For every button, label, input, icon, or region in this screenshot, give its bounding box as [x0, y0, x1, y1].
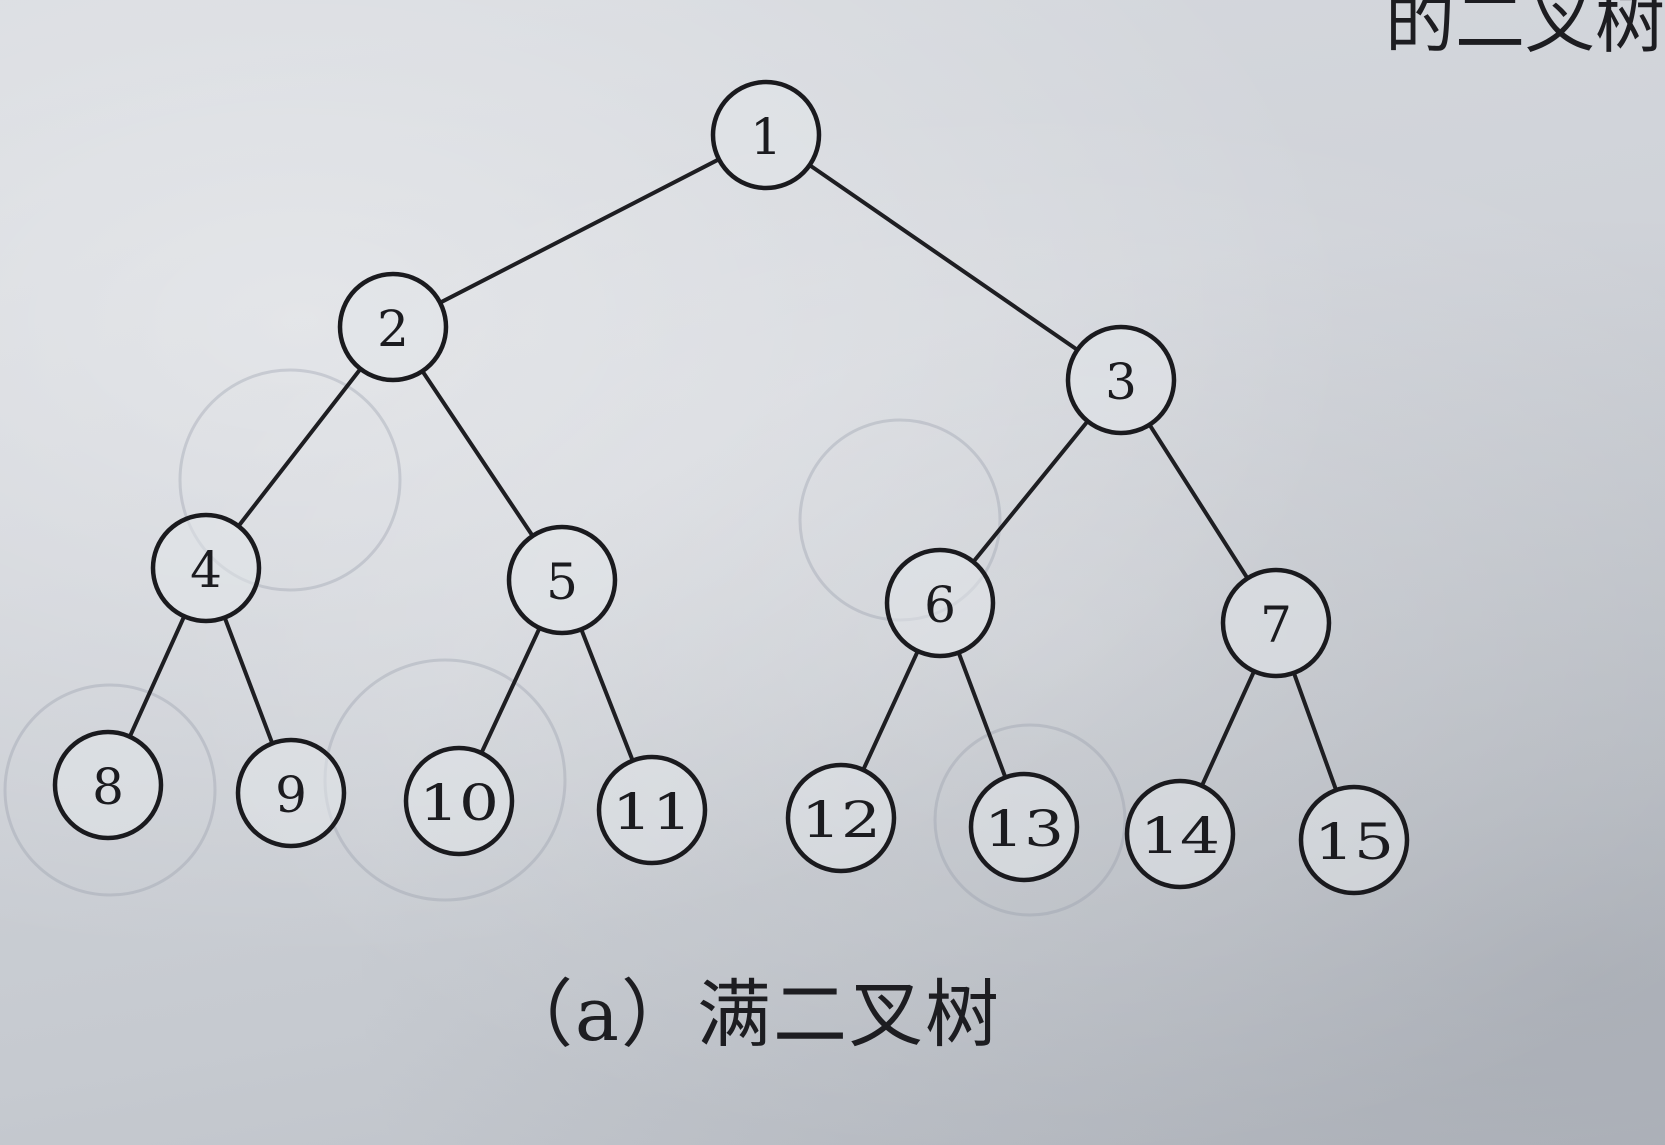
tree-edge-5-10: [479, 626, 542, 755]
tree-node-circle: [235, 737, 347, 849]
tree-edge-4-8: [127, 614, 187, 739]
tree-edge-3-6: [971, 419, 1090, 564]
tree-node-circle: [1124, 778, 1236, 890]
tree-node-circle: [52, 729, 164, 841]
tree-node-circle: [710, 79, 822, 191]
tree-edge-2-4: [236, 366, 363, 529]
tree-node-label: 9: [275, 766, 307, 824]
tree-edge-7-15: [1291, 670, 1339, 793]
tree-node-label: 11: [612, 783, 692, 841]
tree-edge-1-2: [438, 157, 721, 305]
tree-node-label: 14: [1140, 807, 1220, 865]
tree-node-label: 12: [801, 791, 881, 849]
tree-node-5: 5: [506, 524, 618, 636]
tree-node-label: 7: [1260, 596, 1292, 654]
tree-edge-3-7: [1147, 422, 1250, 581]
tree-node-circle: [968, 771, 1080, 883]
tree-node-circle: [596, 754, 708, 866]
tree-node-circle: [1065, 324, 1177, 436]
tree-node-circle: [403, 745, 515, 857]
tree-node-11: 11: [596, 754, 708, 866]
tree-node-label: 8: [92, 758, 124, 816]
tree-node-label: 3: [1105, 353, 1137, 411]
tree-node-8: 8: [52, 729, 164, 841]
tree-edge-1-3: [807, 163, 1080, 352]
tree-node-14: 14: [1124, 778, 1236, 890]
tree-node-3: 3: [1065, 324, 1177, 436]
tree-node-label: 1: [750, 108, 782, 166]
tree-node-7: 7: [1220, 567, 1332, 679]
tree-node-circle: [785, 762, 897, 874]
tree-node-circle: [1298, 784, 1410, 896]
tree-node-circle: [884, 547, 996, 659]
tree-node-circle: [1220, 567, 1332, 679]
tree-node-1: 1: [710, 79, 822, 191]
tree-edges: [127, 157, 1339, 793]
tree-edge-2-5: [420, 369, 535, 538]
tree-node-circle: [506, 524, 618, 636]
tree-node-label: 4: [190, 541, 222, 599]
tree-node-label: 6: [924, 576, 956, 634]
tree-node-2: 2: [337, 271, 449, 383]
tree-edge-6-12: [861, 649, 920, 772]
tree-node-circle: [150, 512, 262, 624]
tree-node-label: 5: [546, 553, 578, 611]
tree-node-4: 4: [150, 512, 262, 624]
tree-node-15: 15: [1298, 784, 1410, 896]
tree-edge-7-14: [1199, 669, 1257, 788]
tree-node-10: 10: [403, 745, 515, 857]
tree-node-9: 9: [235, 737, 347, 849]
tree-node-label: 10: [419, 774, 499, 832]
tree-node-label: 2: [377, 300, 409, 358]
tree-node-6: 6: [884, 547, 996, 659]
tree-node-label: 13: [984, 800, 1064, 858]
figure-caption: （a）满二叉树: [498, 972, 1002, 1058]
tree-edge-4-9: [222, 615, 275, 746]
tree-edge-5-11: [579, 627, 635, 763]
tree-node-12: 12: [785, 762, 897, 874]
tree-node-13: 13: [968, 771, 1080, 883]
corner-text-fragment: 的二叉树: [1385, 0, 1665, 63]
tree-edge-6-13: [956, 650, 1008, 780]
tree-node-label: 15: [1314, 813, 1394, 871]
tree-node-circle: [337, 271, 449, 383]
